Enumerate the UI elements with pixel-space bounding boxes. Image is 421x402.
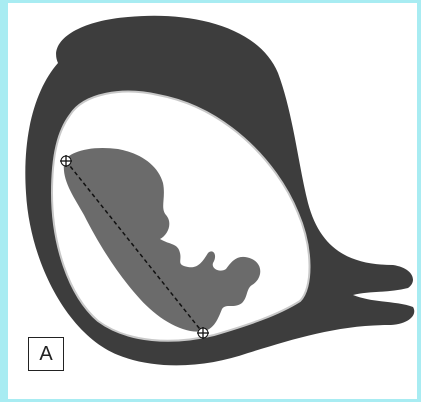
ultrasound-diagram <box>8 3 417 399</box>
panel-label: A <box>28 337 64 371</box>
